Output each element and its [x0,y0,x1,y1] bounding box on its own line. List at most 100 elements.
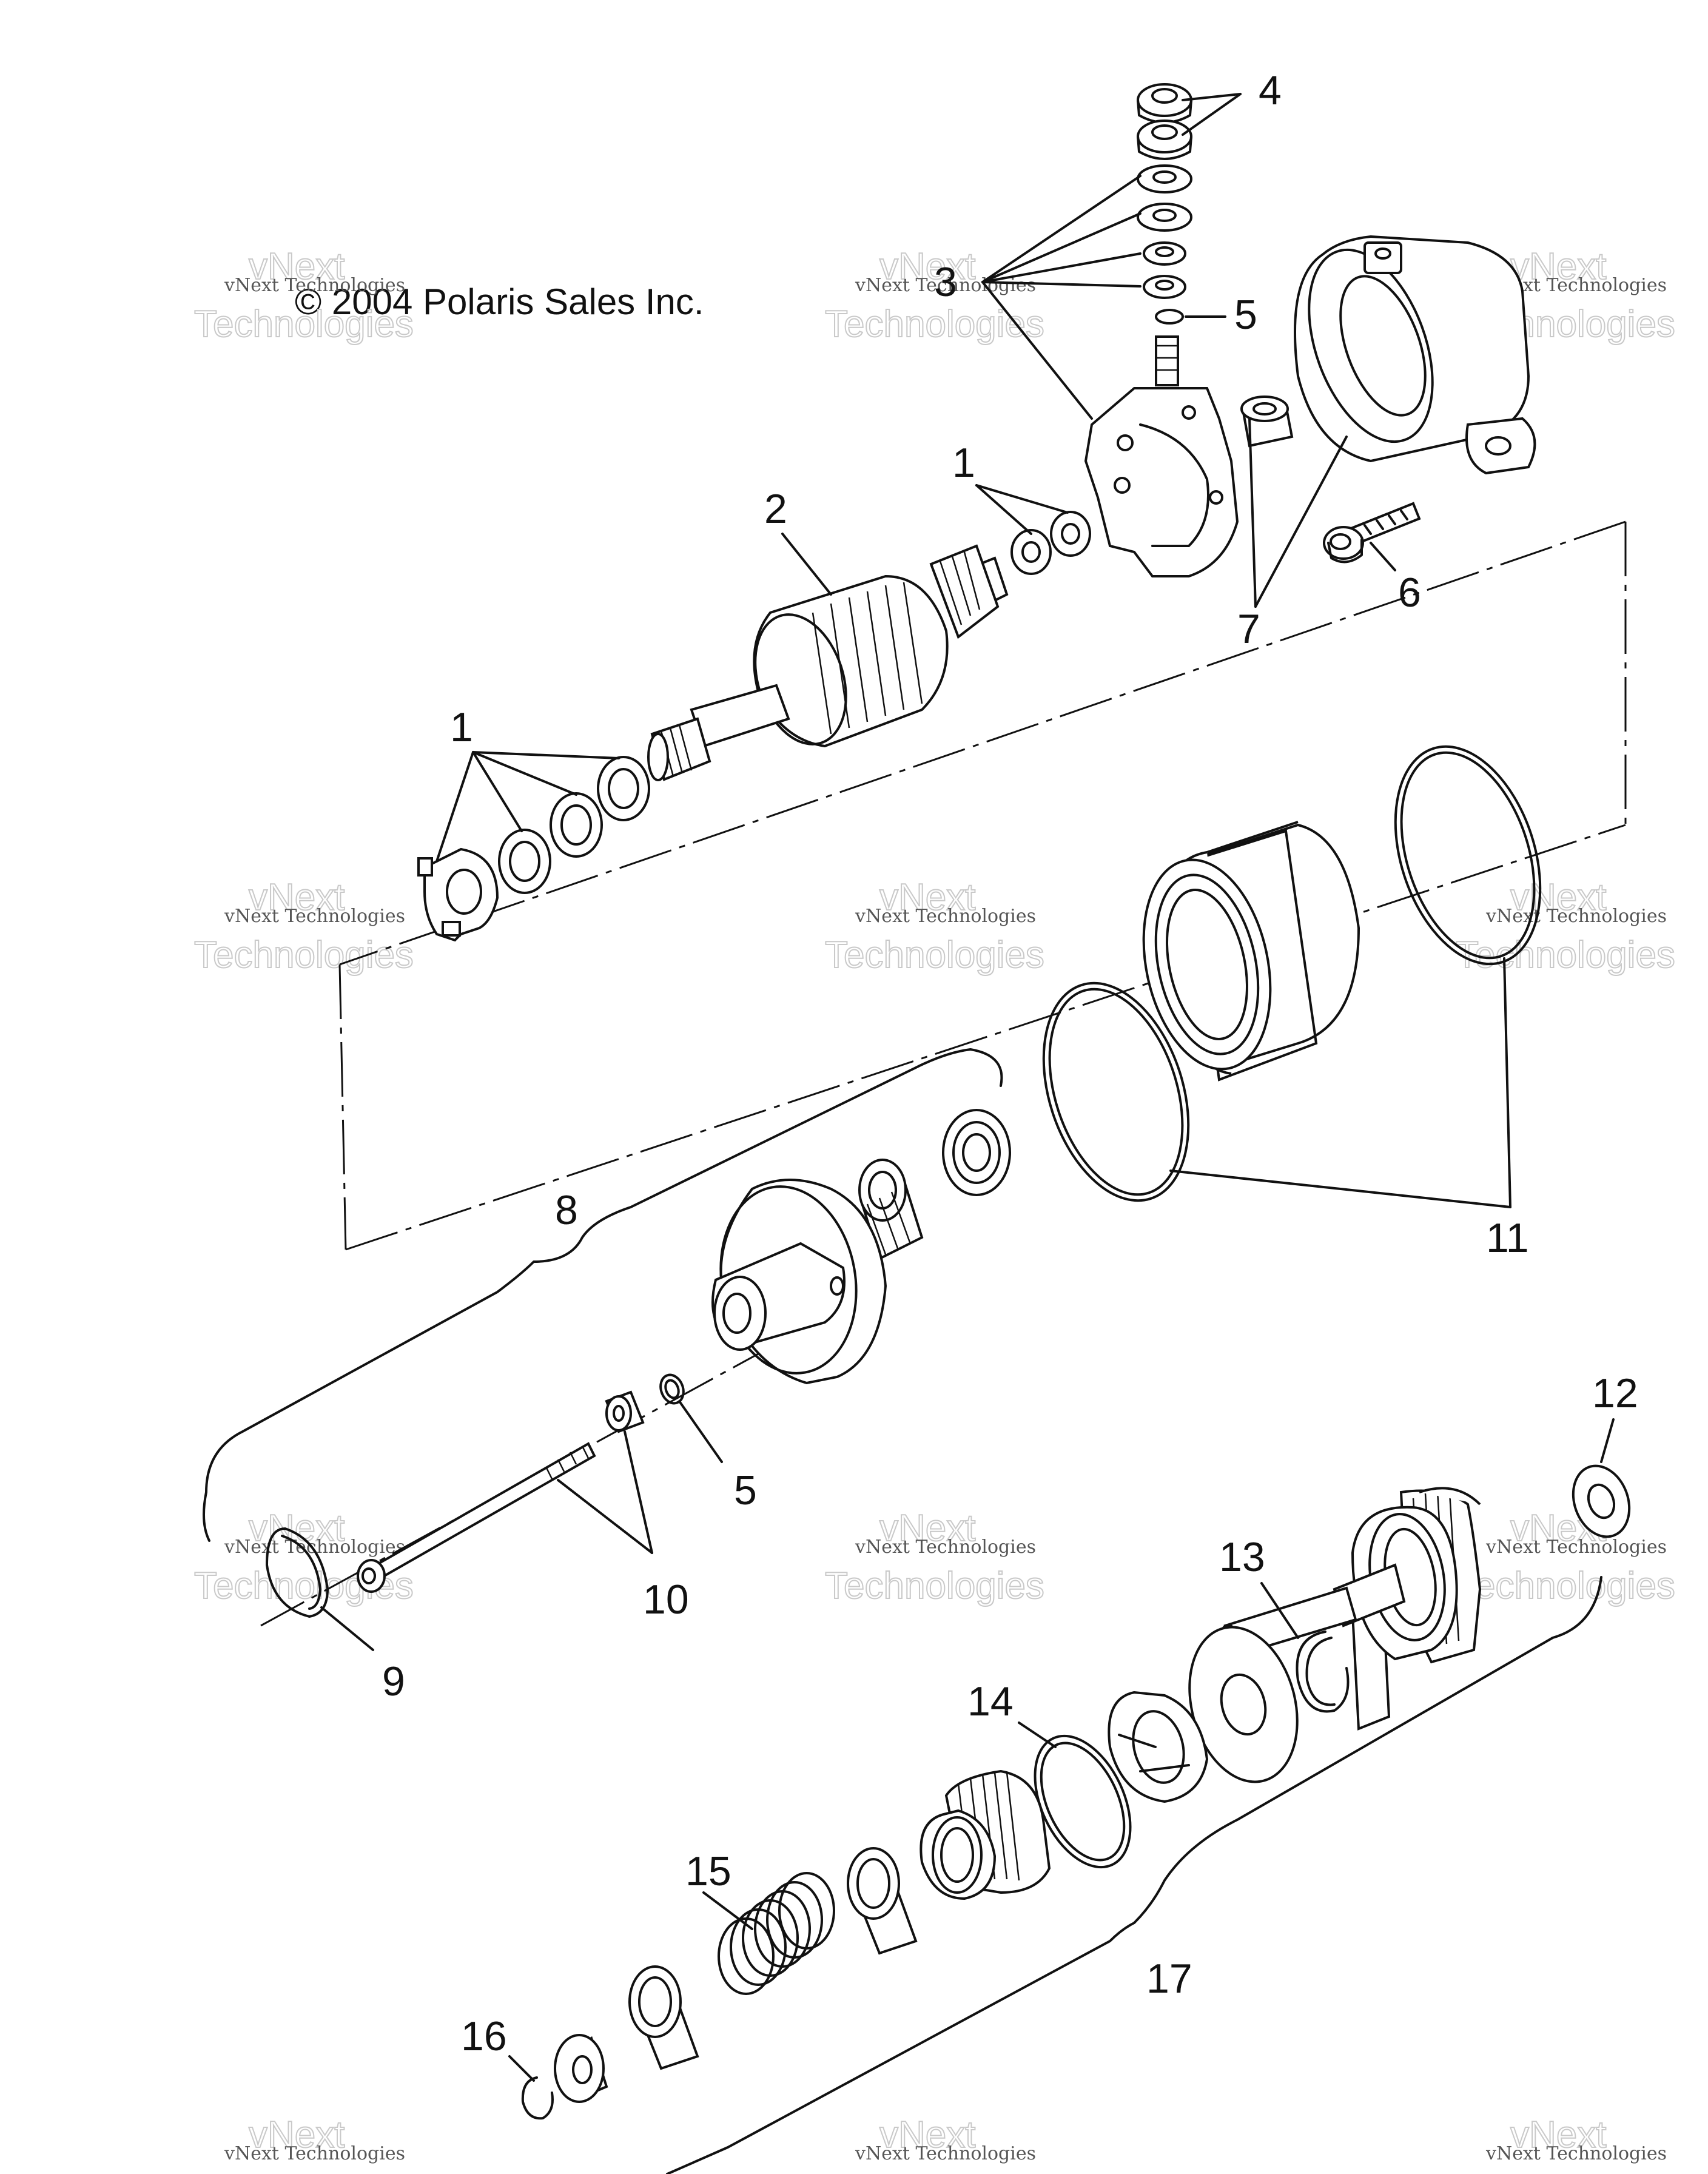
callout-10: 10 [643,1577,689,1623]
watermark: vNext Technologies vNext Technologies [193,245,414,346]
watermark: vNext Technologies vNext Technologies [1455,1507,1676,1607]
svg-text:vNext Technologies: vNext Technologies [855,2143,1036,2164]
svg-text:Technologies: Technologies [1456,1565,1675,1607]
assembly-centerline [260,520,1627,1627]
bracket-8 [203,1048,1003,1542]
svg-text:vNext: vNext [879,1507,975,1549]
callout-13: 13 [1219,1534,1265,1580]
leader-lines [320,93,1615,2082]
svg-text:vNext Technologies: vNext Technologies [855,1536,1036,1558]
thrust-washer-12 [1572,1464,1631,1538]
o-ring-large-lower [1042,981,1190,1202]
armature [647,544,1009,781]
svg-text:vNext: vNext [1510,2114,1606,2156]
bushing [1240,395,1294,448]
pinion-gear [920,1769,1051,1900]
thrust-washers-upper [1010,511,1091,575]
washer-b [1050,511,1091,557]
washer-4 [1143,275,1186,299]
callout-7: 7 [1237,606,1260,652]
svg-text:Technologies: Technologies [825,1565,1044,1607]
o-ring-small-lower [659,1373,685,1405]
svg-text:vNext Technologies: vNext Technologies [855,906,1036,927]
washer-a [1010,529,1052,575]
bracket-17 [666,1576,1602,2174]
washer-d [550,792,603,858]
clutch-sleeve [847,1847,918,1955]
snap-ring [266,1527,329,1618]
watermark: vNext Technologies vNext Technologies [824,1507,1045,1607]
svg-text:vNext: vNext [249,877,345,918]
svg-text:vNext Technologies: vNext Technologies [1485,2143,1667,2164]
callout-3: 3 [934,259,957,305]
split-collar [1108,1691,1209,1803]
front-end-housing [1294,235,1536,475]
watermark: vNext vNext Technologies [855,2113,1036,2164]
o-ring-small [1155,309,1184,325]
washer-2 [1137,203,1192,232]
brush-holder-plate [1084,335,1239,577]
washer-3 [1143,241,1186,266]
washer-1 [1137,164,1192,194]
pinion-spring [718,1872,835,1995]
copyright-text: © 2004 Polaris Sales Inc. [295,281,704,322]
snap-ring-13 [1296,1630,1350,1713]
callout-2: 2 [764,486,787,532]
callout-16: 16 [461,2013,507,2059]
svg-text:vNext: vNext [249,246,345,288]
callout-17: 17 [1146,1956,1192,2002]
callout-4: 4 [1259,67,1282,113]
seal-washer [605,1390,645,1433]
svg-text:vNext Technologies: vNext Technologies [224,1536,405,1558]
svg-text:vNext: vNext [249,2114,345,2156]
retaining-spring-ring [1034,1734,1132,1869]
c-clip [521,2076,554,2120]
nut-upper [1137,83,1192,124]
svg-text:vNext: vNext [879,2114,975,2156]
nut-lower [1137,119,1192,160]
callout-6: 6 [1398,570,1421,616]
watermark: vNext Technologies vNext Technologies [193,876,414,977]
callout-9: 9 [382,1658,405,1705]
callout-12: 12 [1592,1370,1638,1416]
svg-text:vNext: vNext [1510,877,1606,918]
svg-text:Technologies: Technologies [194,303,414,345]
watermark: vNext Technologies vNext Technologies [1455,876,1676,977]
callout-1-lower: 1 [450,704,473,750]
callout-8: 8 [555,1187,578,1233]
svg-text:vNext Technologies: vNext Technologies [1485,1536,1667,1558]
watermark: vNext Technologies vNext Technologies [824,876,1045,977]
callout-1-upper: 1 [952,440,975,486]
washer-c [597,756,650,821]
washer-e [498,829,551,894]
callout-15: 15 [685,1848,731,1894]
callouts: 4 3 5 1 2 6 7 1 8 11 5 12 10 9 13 14 15 … [382,67,1638,2059]
yoke-field-housing [1142,821,1360,1082]
through-bolt-long [357,1442,596,1593]
svg-text:vNext Technologies: vNext Technologies [1485,906,1667,927]
rear-end-housing [711,1179,887,1385]
thrust-washers-lower [417,756,650,942]
callout-5-upper: 5 [1234,292,1257,338]
callout-5-lower: 5 [734,1467,757,1513]
svg-text:vNext Technologies: vNext Technologies [224,906,405,927]
callout-14: 14 [967,1678,1014,1725]
needle-bearing [858,1159,924,1260]
terminal-nut-washer-stack [1137,83,1192,325]
overrunning-clutch-gear [1219,1487,1482,1731]
svg-text:vNext Technologies: vNext Technologies [224,275,405,296]
through-bolt-short [1323,502,1421,564]
svg-text:vNext: vNext [1510,246,1606,288]
callout-11: 11 [1486,1215,1529,1261]
spring-collar [628,1965,699,2070]
svg-text:Technologies: Technologies [1456,934,1675,976]
stop-collar [554,2034,608,2103]
brush-plate-retainer [417,847,499,942]
svg-text:vNext Technologies: vNext Technologies [224,2143,405,2164]
svg-text:vNext: vNext [879,246,975,288]
ball-bearing [942,1109,1011,1196]
svg-text:Technologies: Technologies [825,303,1044,345]
watermark: vNext vNext Technologies [1485,2113,1667,2164]
watermark: vNext Technologies vNext Technologies [193,1507,414,1607]
